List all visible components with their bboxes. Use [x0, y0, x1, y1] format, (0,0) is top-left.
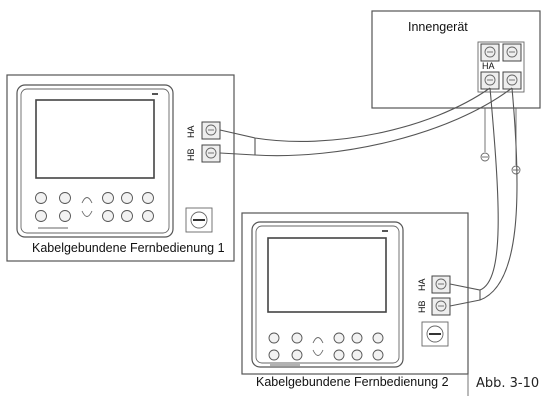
mode-button-icon [35, 192, 47, 204]
indoor-terminal-label: HA [482, 61, 495, 71]
remote-2-caption: Kabelgebundene Fernbedienung 2 [256, 375, 449, 389]
mode-button-icon [268, 332, 280, 344]
power-button-icon [142, 192, 154, 204]
remote-2-terminal-label-hb: HB [417, 300, 427, 313]
timer-button-icon [333, 332, 345, 344]
screw-terminal-icon [431, 275, 451, 294]
cable-remote-2-to-indoor [449, 87, 518, 307]
clean-button-icon [333, 349, 345, 361]
remote-1-button-row-2 [35, 210, 154, 222]
remote-1-caption: Kabelgebundene Fernbedienung 1 [32, 241, 225, 255]
screw-terminal-icon [480, 43, 500, 62]
remote-2-button-row-2 [268, 349, 384, 361]
remote-1-body [16, 84, 174, 238]
screw-terminal-icon [502, 43, 522, 62]
down-arrow-icon [81, 210, 93, 217]
up-arrow-icon [312, 337, 324, 344]
remote-2-button-row-1 [268, 332, 384, 344]
indoor-terminal-block: HA [477, 41, 525, 93]
remote-1-terminal-label-ha: HA [186, 125, 196, 138]
cable-remote-1-to-indoor [219, 87, 513, 157]
grid-button-icon [35, 210, 47, 222]
swing-button-icon [59, 210, 71, 222]
fan-button-icon [59, 192, 71, 204]
screw-terminal-icon [431, 297, 451, 316]
remote-2-terminal-label-ha: HA [417, 278, 427, 291]
up-arrow-icon [81, 197, 93, 204]
remote-1-button-row-1 [35, 192, 154, 204]
remote-2-display [267, 237, 387, 313]
grid-button-icon [268, 349, 280, 361]
function-button-icon [121, 192, 133, 204]
remote-1-mount-plate [6, 74, 235, 262]
rotary-switch-icon [185, 207, 213, 233]
indoor-unit-label: Innengerät [408, 20, 468, 34]
back-button-icon [121, 210, 133, 222]
confirm-button-icon [142, 210, 154, 222]
swing-button-icon [291, 349, 303, 361]
remote-2-mount-plate [241, 212, 469, 375]
fan-button-icon [291, 332, 303, 344]
timer-button-icon [102, 192, 114, 204]
remote-1-display [35, 99, 155, 179]
remote-controller-1: HA HB Kabelgebundene Fernbedienung 1 [6, 74, 235, 262]
back-button-icon [351, 349, 363, 361]
remote-2-terminal-block: HA HB [417, 275, 451, 316]
rotary-switch-icon [421, 321, 449, 347]
remote-1-terminal-block: HA HB [186, 121, 221, 163]
figure-label: Abb. 3-10 [476, 376, 539, 391]
function-button-icon [351, 332, 363, 344]
down-arrow-icon [312, 349, 324, 356]
remote-2-body [251, 221, 404, 368]
power-button-icon [372, 332, 384, 344]
remote-controller-2: HA HB Kabelgebundene Fernbedienung 2 [241, 212, 469, 389]
indoor-unit: Innengerät HA [371, 10, 541, 175]
remote-1-terminal-label-hb: HB [186, 148, 196, 161]
ground-icon [480, 108, 490, 162]
clean-button-icon [102, 210, 114, 222]
confirm-button-icon [372, 349, 384, 361]
